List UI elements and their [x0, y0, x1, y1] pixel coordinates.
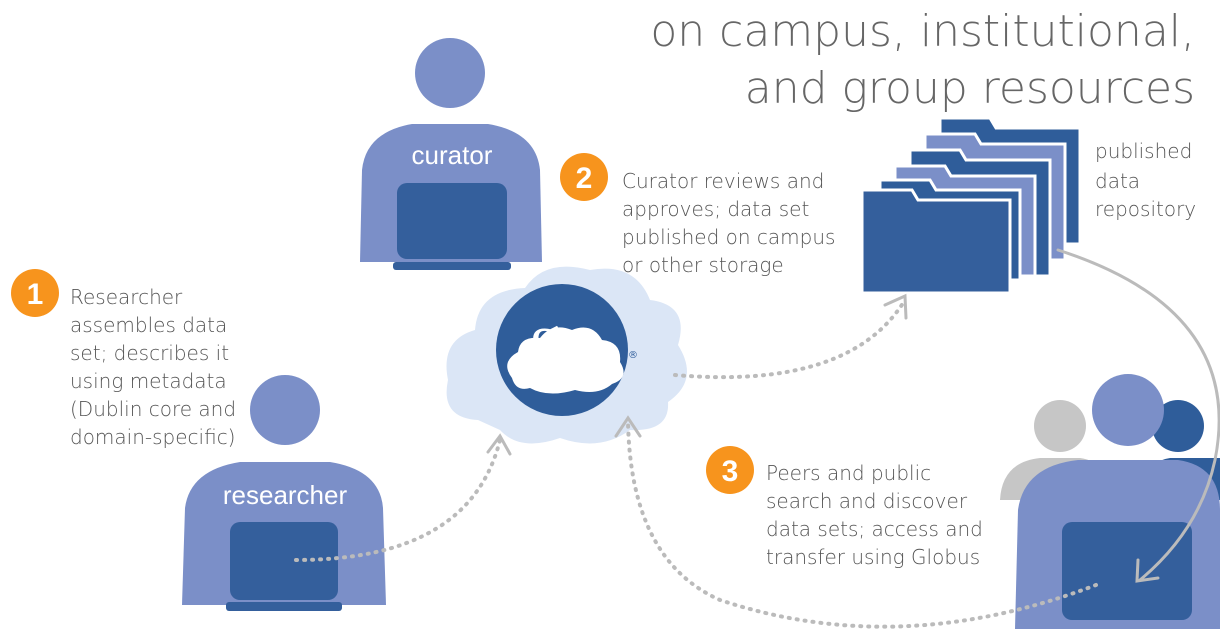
repository-label-line: published [1095, 139, 1192, 163]
researcher-laptop [230, 522, 338, 600]
folder [860, 188, 1012, 295]
step-2-badge [560, 153, 608, 201]
step-3-line: Peers and public [766, 461, 931, 485]
repository-label-line: repository [1095, 197, 1196, 221]
curator-figure: curator [360, 38, 542, 270]
header-line-1: on campus, institutional, [650, 6, 1195, 57]
globus-logo-cloud [507, 327, 624, 394]
flow-arrows [294, 248, 1220, 629]
step-1-line: Researcher [70, 285, 183, 309]
step-1-line: domain-specific) [70, 425, 236, 449]
curator-laptop [397, 183, 507, 259]
step-1-line: assembles data [70, 313, 227, 337]
step-1-line: set; describes it [70, 341, 229, 365]
step-3-line: search and discover [766, 489, 968, 513]
step-2-number: 2 [576, 162, 593, 195]
step-3-number: 3 [722, 455, 739, 488]
researcher-head [250, 375, 320, 445]
step-3-line: transfer using Globus [766, 545, 980, 569]
peer-gray-head [1034, 400, 1086, 452]
globus-logo-registered: ® [628, 350, 638, 361]
step-2-line: published on campus [622, 225, 835, 249]
curator-label: curator [412, 140, 493, 170]
repository-label-line: data [1095, 169, 1140, 193]
header-line-2: and group resources [745, 63, 1195, 114]
arrowhead-peers [1135, 558, 1160, 583]
step-2-line: or other storage [622, 253, 784, 277]
arrowhead-cloud [614, 415, 642, 438]
step-1-number: 1 [27, 278, 44, 311]
step-2-line: approves; data set [622, 197, 809, 221]
researcher-laptop-base [226, 602, 342, 611]
repository-label: published data repository [1095, 139, 1196, 221]
step-2: 2 Curator reviews and approves; data set… [560, 153, 835, 277]
globus-cloud: g ® [446, 266, 687, 444]
arrowhead-repository [883, 293, 908, 320]
step-1-badge [11, 269, 59, 317]
step-1-line: (Dublin core and [70, 397, 236, 421]
peers-figure [1000, 374, 1220, 629]
researcher-figure: researcher [182, 375, 386, 611]
arrowhead-researcher [486, 433, 512, 456]
globus-logo-letter: g [530, 304, 561, 372]
repository-folders [860, 116, 1082, 295]
step-1-line: using metadata [70, 369, 227, 393]
step-3-line: data sets; access and [766, 517, 983, 541]
peer-laptop [1062, 522, 1192, 620]
peer-dark-head [1152, 400, 1204, 452]
arrow-cloud-to-repository [673, 298, 907, 380]
arrow-researcher-to-cloud [294, 438, 502, 562]
arrow-repository-to-peers [1056, 248, 1220, 582]
step-3: 3 Peers and public search and discover d… [706, 446, 983, 569]
step-3-badge [706, 446, 754, 494]
peer-main-head [1092, 374, 1164, 446]
step-2-line: Curator reviews and [622, 169, 824, 193]
researcher-label: researcher [223, 480, 348, 510]
step-1: 1 Researcher assembles data set; describ… [11, 269, 236, 449]
curator-laptop-base [393, 262, 511, 270]
arrow-peers-to-cloud [626, 418, 1098, 629]
curator-head [415, 38, 485, 108]
